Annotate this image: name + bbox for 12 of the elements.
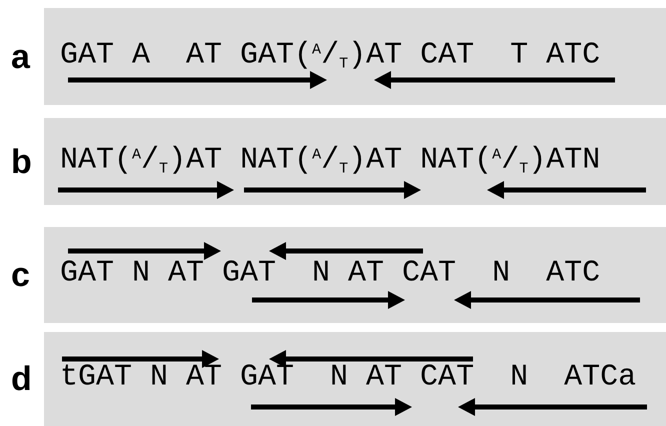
sequence-text: GAT N AT GAT N AT CAT N ATC [60,258,600,288]
sequence-panel [44,8,666,105]
panel-label: b [11,144,32,178]
panel-label: a [11,40,30,74]
panel-label: d [11,362,32,396]
sequence-text: GAT A AT GAT($^{A}$/$_{T}$)AT CAT T ATC [60,40,600,70]
sequence-panel [44,227,666,323]
sequence-panel [44,118,666,205]
panel-label: c [11,258,30,292]
sequence-panel [44,332,666,426]
sequence-text: tGAT N AT GAT N AT CAT N ATCa [60,362,636,392]
sequence-text: NAT($^{A}$/$_{T}$)AT NAT($^{A}$/$_{T}$)AT NAT($^{A}$/$_{T}$)ATN [60,145,600,175]
